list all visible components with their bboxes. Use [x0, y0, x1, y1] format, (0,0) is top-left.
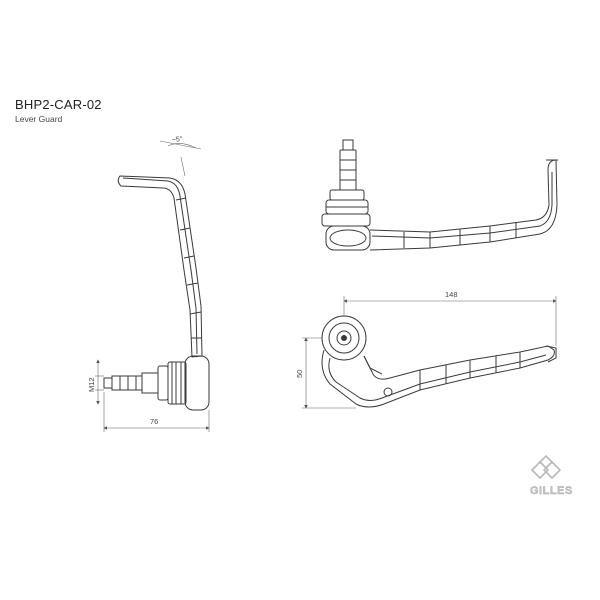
angle-indicator — [159, 140, 202, 177]
width-dimension: 76 — [150, 417, 158, 426]
guard-arm — [117, 175, 203, 358]
front-view — [321, 139, 558, 251]
part-description: Lever Guard — [15, 114, 63, 124]
logo-emblem-icon — [530, 454, 562, 480]
height-dimension-lines — [302, 337, 356, 409]
top-view: 148 50 — [295, 290, 557, 409]
length-dimension: 148 — [445, 290, 458, 299]
height-dimension: 50 — [295, 370, 304, 378]
thread-dimension-lines — [95, 359, 104, 405]
part-number: BHP2-CAR-02 — [15, 97, 102, 112]
mount-body — [103, 355, 210, 411]
width-dimension-lines — [103, 392, 210, 432]
angle-dimension: ~5° — [171, 135, 183, 144]
brand-logo: GILLES — [530, 454, 573, 497]
length-dimension-lines — [343, 296, 557, 346]
thread-dimension: M12 — [87, 377, 96, 392]
brand-name: GILLES — [530, 485, 573, 497]
side-view: ~5° — [87, 135, 210, 432]
